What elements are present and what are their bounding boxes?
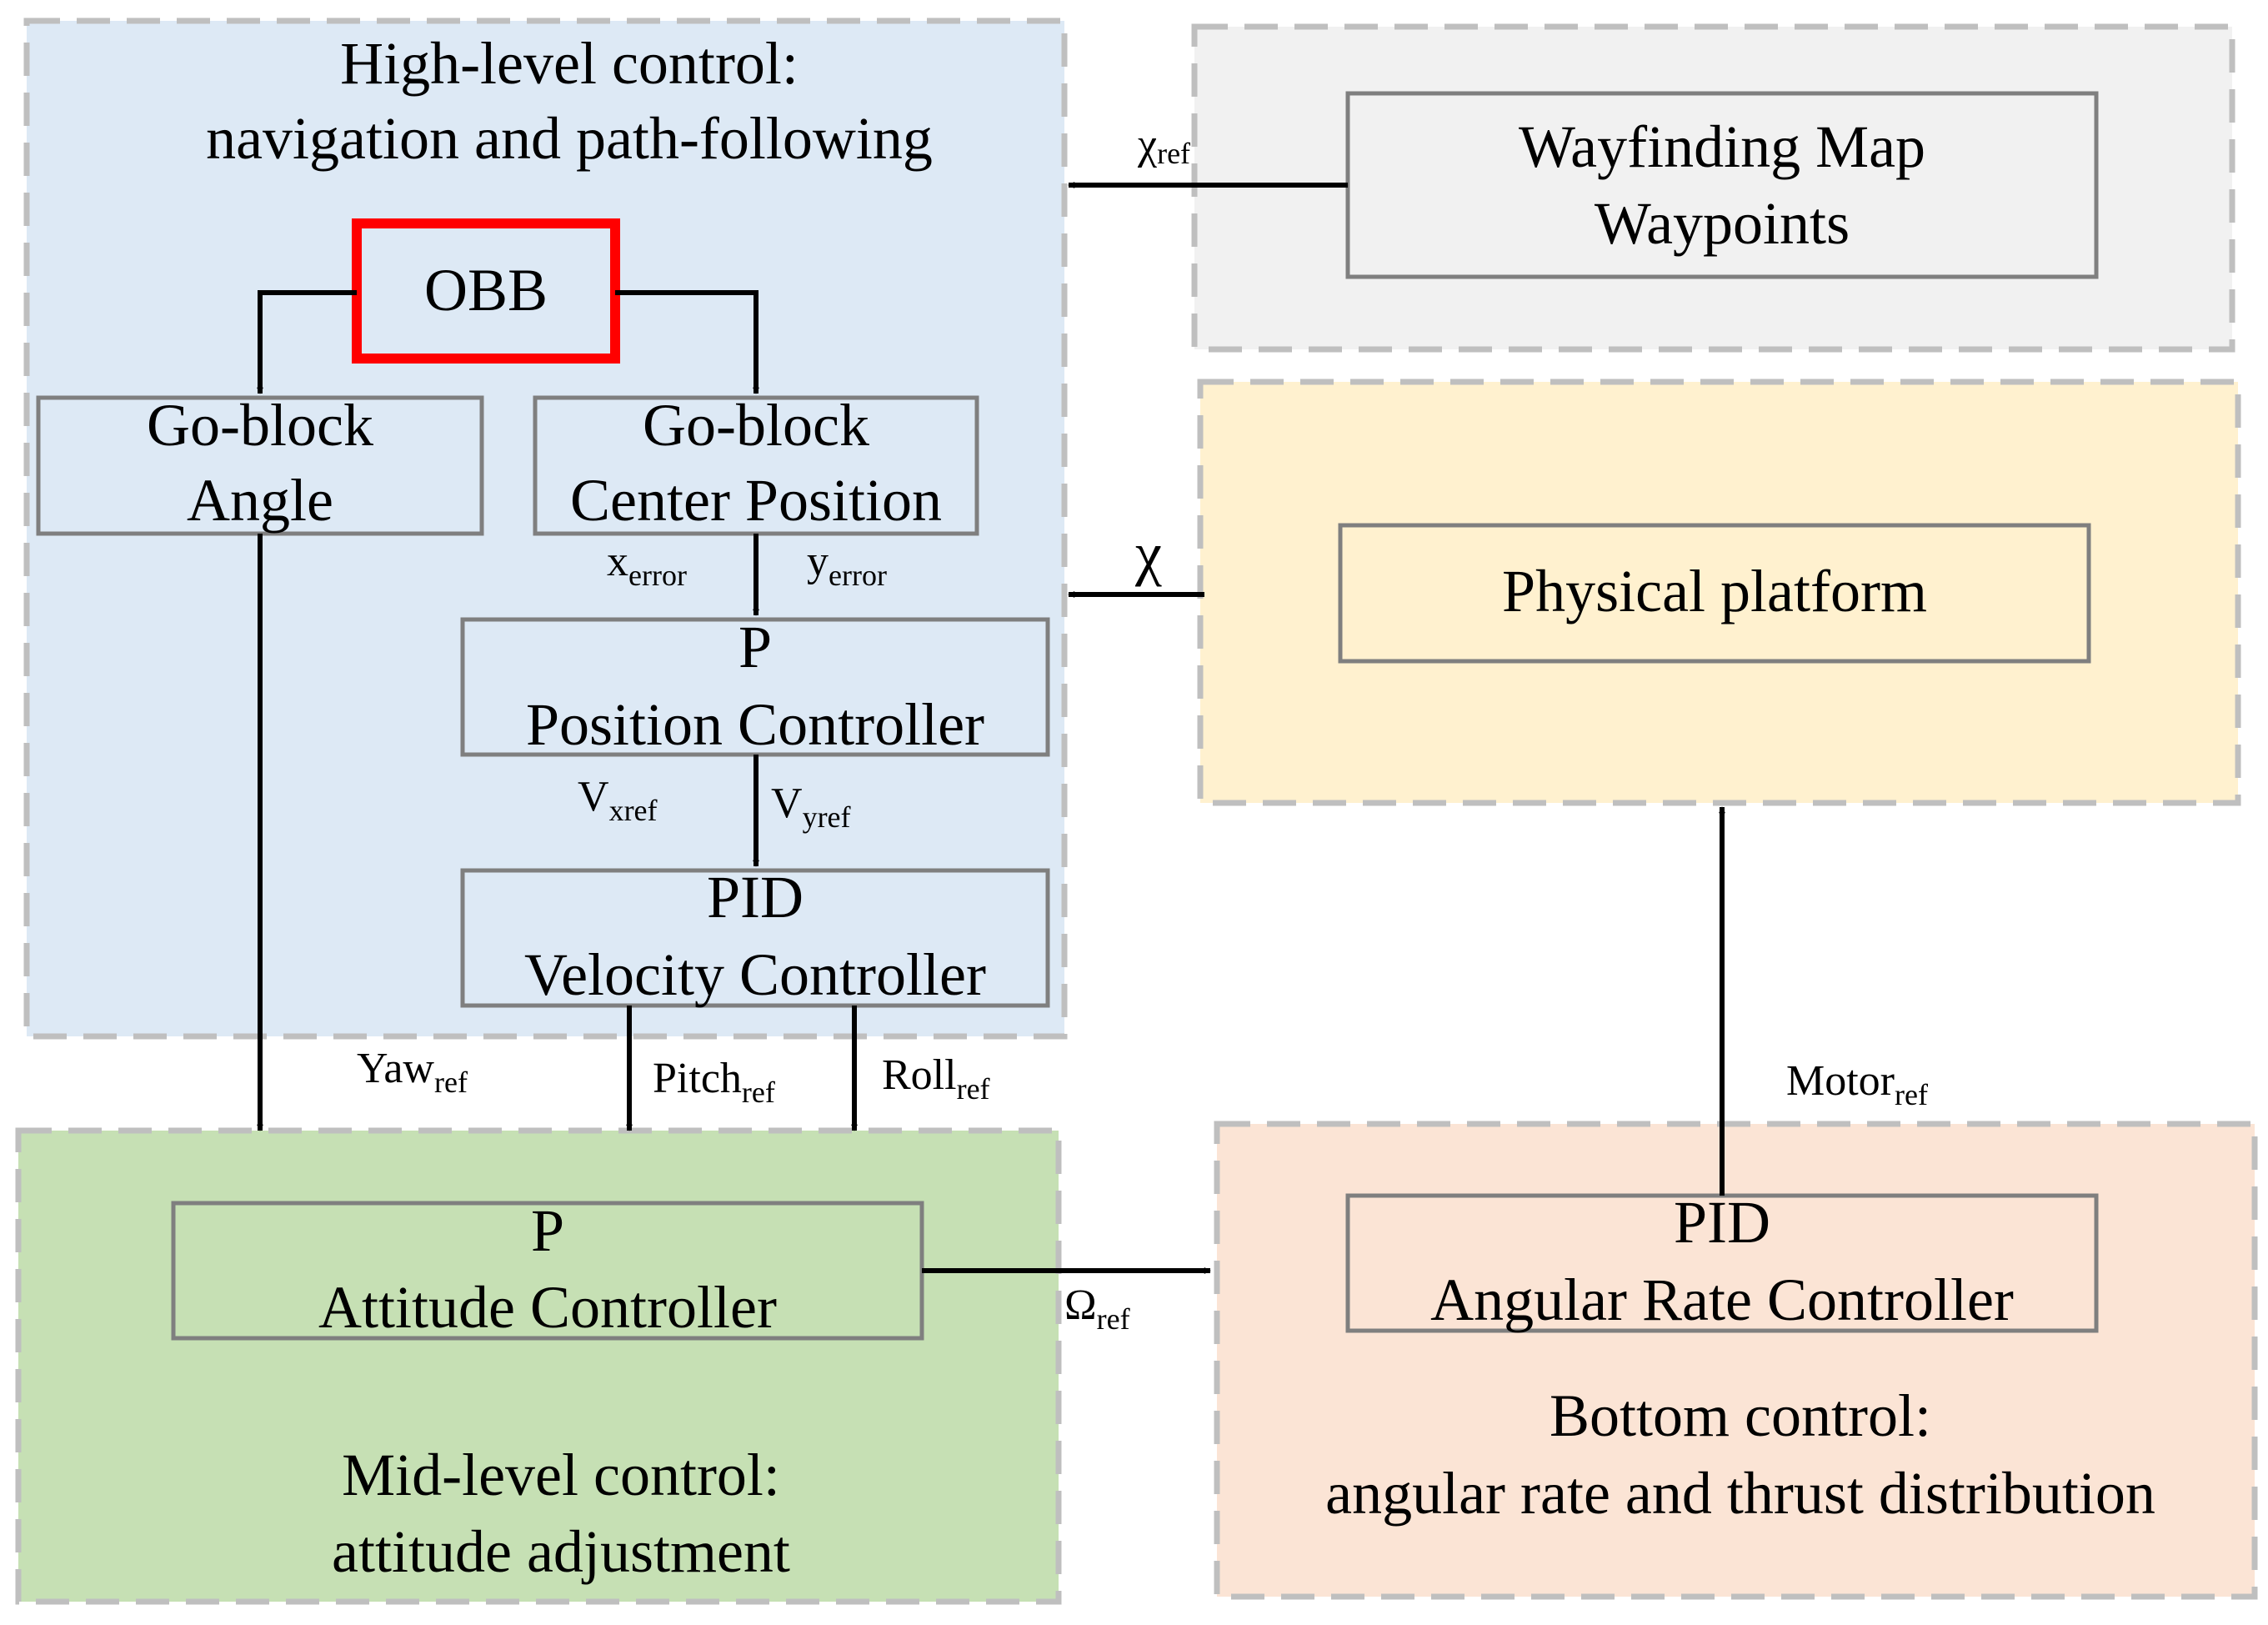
attitude-controller-line2: Attitude Controller: [318, 1274, 777, 1341]
velocity-controller-block: [460, 868, 1050, 1008]
goblock-angle-line2: Angle: [187, 467, 333, 534]
bottom-title-line1: Bottom control:: [1550, 1382, 1931, 1449]
high-level-title-line2: navigation and path-following: [206, 105, 933, 172]
obb-label: OBB: [424, 257, 548, 323]
omega-ref-label: Ωref: [1064, 1281, 1130, 1336]
goblock-center-line1: Go-block: [643, 392, 869, 459]
angular-rate-controller-line2: Angular Rate Controller: [1430, 1266, 2014, 1333]
roll-ref-label: Rollref: [882, 1051, 990, 1106]
position-controller-line1: P: [738, 614, 772, 680]
goblock-angle-line1: Go-block: [147, 392, 373, 459]
pitch-ref-label: Pitchref: [653, 1055, 775, 1109]
physical-region: [1197, 379, 2241, 806]
obb-to-angle-arrow: [257, 290, 357, 394]
wayfinding-line1: Wayfinding Map: [1519, 113, 1925, 180]
x-error-label: xerror: [607, 538, 687, 592]
physical-platform-label: Physical platform: [1502, 558, 1927, 624]
high-level-title-line1: High-level control:: [340, 30, 799, 97]
v-xref-label: Vxref: [578, 773, 658, 827]
v-yref-label: Vyref: [771, 780, 851, 834]
y-error-label: yerror: [807, 538, 887, 592]
position-controller-line2: Position Controller: [526, 691, 984, 758]
high-level-region: [23, 18, 1068, 1040]
mid-level-title-line1: Mid-level control:: [342, 1442, 780, 1508]
goblock-center-line2: Center Position: [570, 467, 942, 534]
bottom-title-line2: angular rate and thrust distribution: [1325, 1460, 2155, 1527]
bottom-region: [1214, 1121, 2258, 1600]
wayfinding-region: [1191, 23, 2235, 353]
angular-rate-controller-line1: PID: [1674, 1189, 1770, 1256]
velocity-controller-line2: Velocity Controller: [524, 941, 986, 1008]
chi-ref-label: χref: [1137, 121, 1190, 170]
obb-to-center-arrow: [615, 290, 759, 394]
physical-platform-block: [1338, 523, 2091, 664]
wayfinding-line2: Waypoints: [1595, 190, 1850, 257]
chi-label: χ: [1134, 520, 1162, 587]
motor-ref-label: Motorref: [1786, 1057, 1928, 1111]
velocity-controller-line1: PID: [707, 864, 804, 930]
mid-level-region: [15, 1127, 1062, 1605]
attitude-controller-line1: P: [531, 1197, 564, 1264]
mid-level-title-line2: attitude adjustment: [332, 1518, 790, 1585]
yaw-ref-label: Yawref: [357, 1045, 468, 1099]
